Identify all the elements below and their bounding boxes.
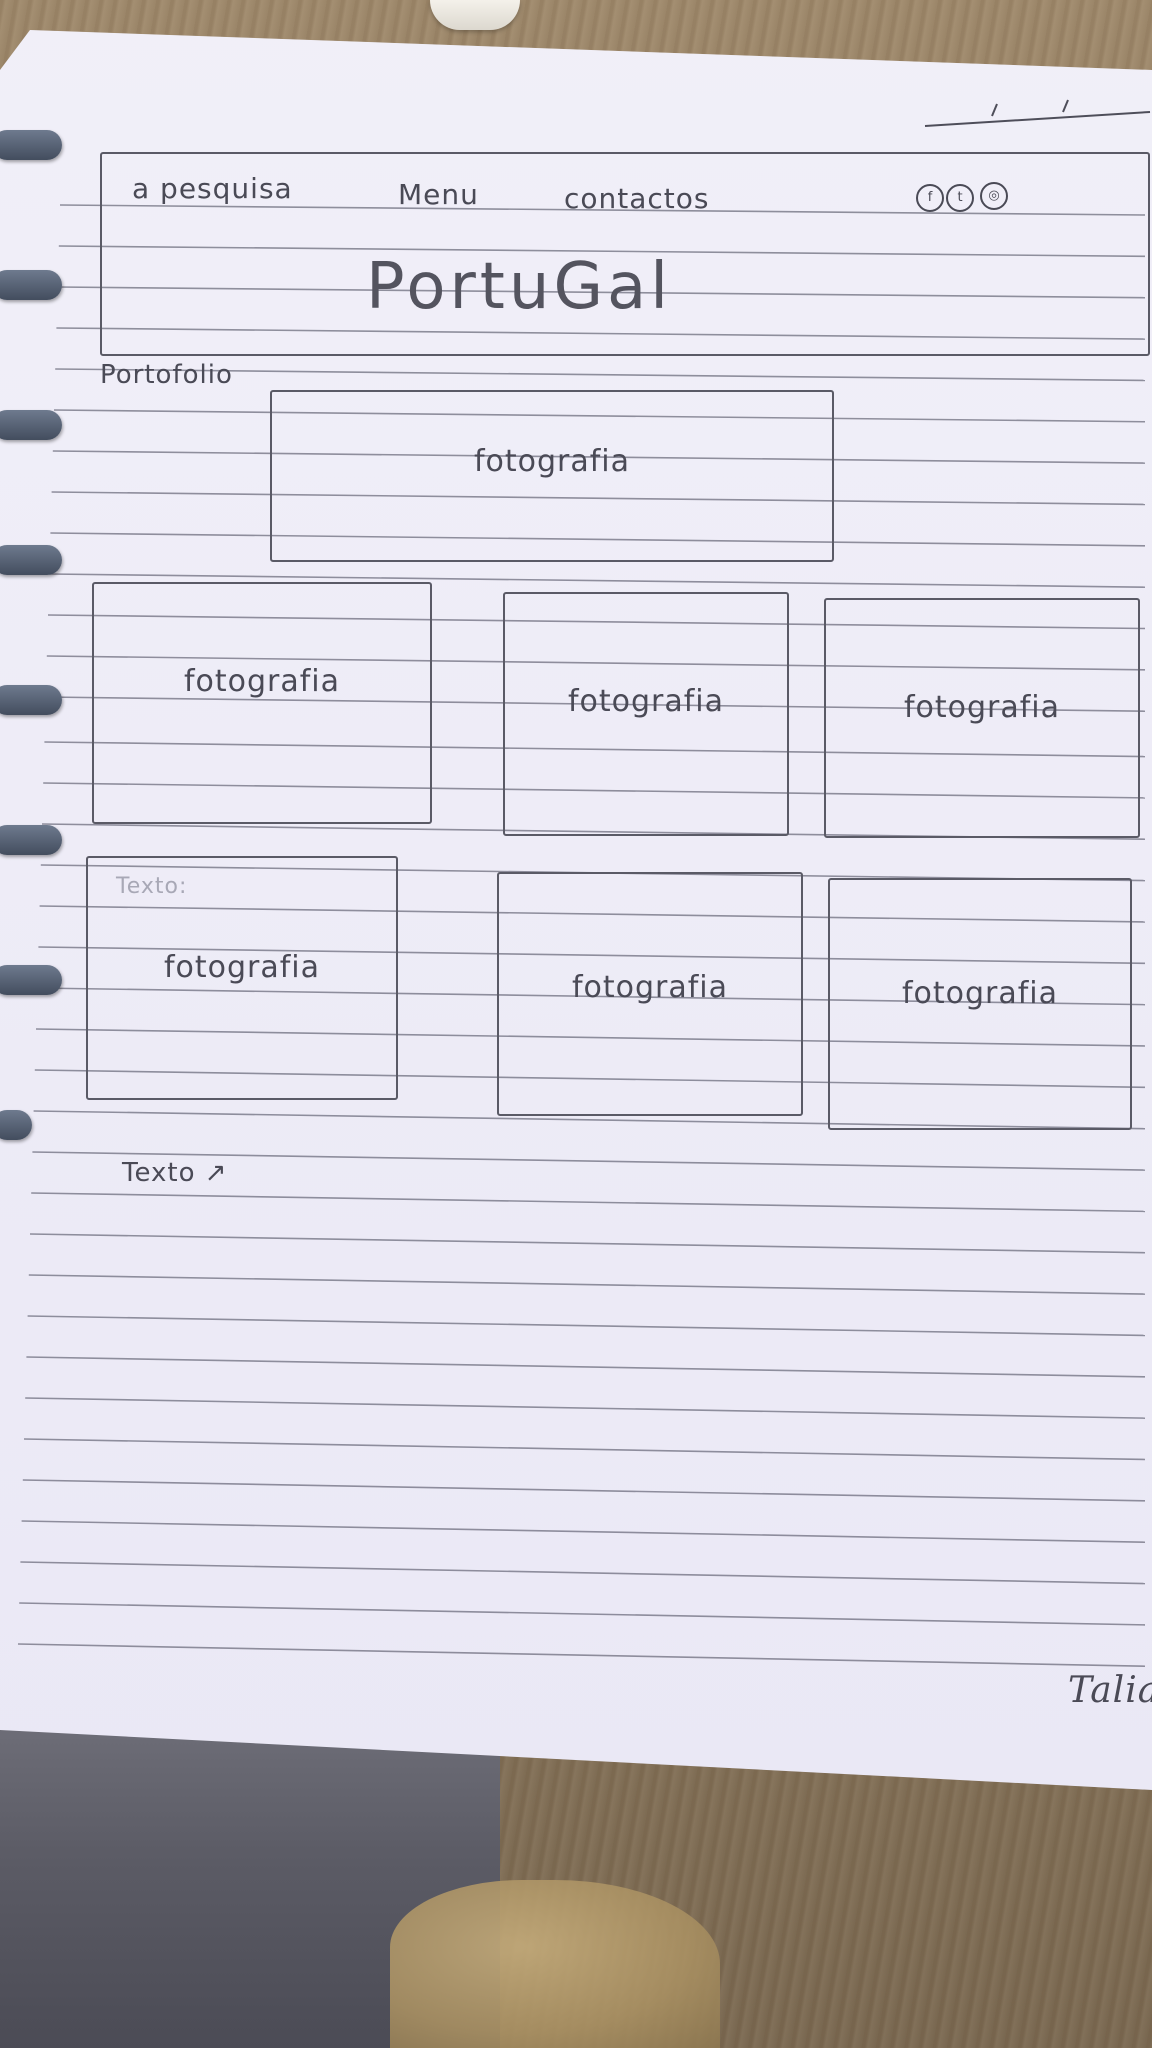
twitter-icon[interactable]: t <box>946 184 974 212</box>
binder-ring <box>0 825 62 855</box>
binder-ring <box>0 965 62 995</box>
nav-contacts-link[interactable]: contactos <box>564 182 710 215</box>
binder-ring <box>0 410 62 440</box>
photo-label: fotografia <box>571 970 729 1005</box>
photo-row2-3[interactable]: fotografia <box>828 878 1132 1130</box>
fabric-corner <box>390 1880 720 2048</box>
page-title: PortuGal <box>366 250 673 324</box>
photo-row1-2[interactable]: fotografia <box>503 592 789 836</box>
body-text-label: Texto ↗ <box>122 1158 228 1188</box>
portfolio-label: Portofolio <box>100 360 233 390</box>
instagram-icon[interactable]: ◎ <box>980 182 1008 210</box>
photo-row1-3[interactable]: fotografia <box>824 598 1140 838</box>
binder-ring <box>0 685 62 715</box>
binder-ring <box>0 545 62 575</box>
binder-ring <box>0 270 62 300</box>
photo-row2-1[interactable]: fotografia <box>86 856 398 1100</box>
photo-label: fotografia <box>473 444 631 479</box>
facebook-icon[interactable]: f <box>916 184 944 212</box>
photo-row2-2[interactable]: fotografia <box>497 872 803 1116</box>
photo-row1-1[interactable]: fotografia <box>92 582 432 824</box>
binder-ring <box>0 1110 32 1140</box>
photo-label: fotografia <box>901 976 1059 1011</box>
photo-label: fotografia <box>183 664 341 699</box>
nav-menu-link[interactable]: Menu <box>398 178 479 211</box>
nav-search-link[interactable]: a pesquisa <box>132 172 293 205</box>
header-box <box>100 152 1150 356</box>
marker-cap <box>430 0 520 30</box>
author-signature: Talia <box>1068 1670 1152 1711</box>
photo-label: fotografia <box>163 950 321 985</box>
photo-label: fotografia <box>903 690 1061 725</box>
photo-label: fotografia <box>567 684 725 719</box>
binder-ring <box>0 130 62 160</box>
row2-text-note: Texto: <box>116 874 188 899</box>
hero-photo[interactable]: fotografia <box>270 390 834 562</box>
